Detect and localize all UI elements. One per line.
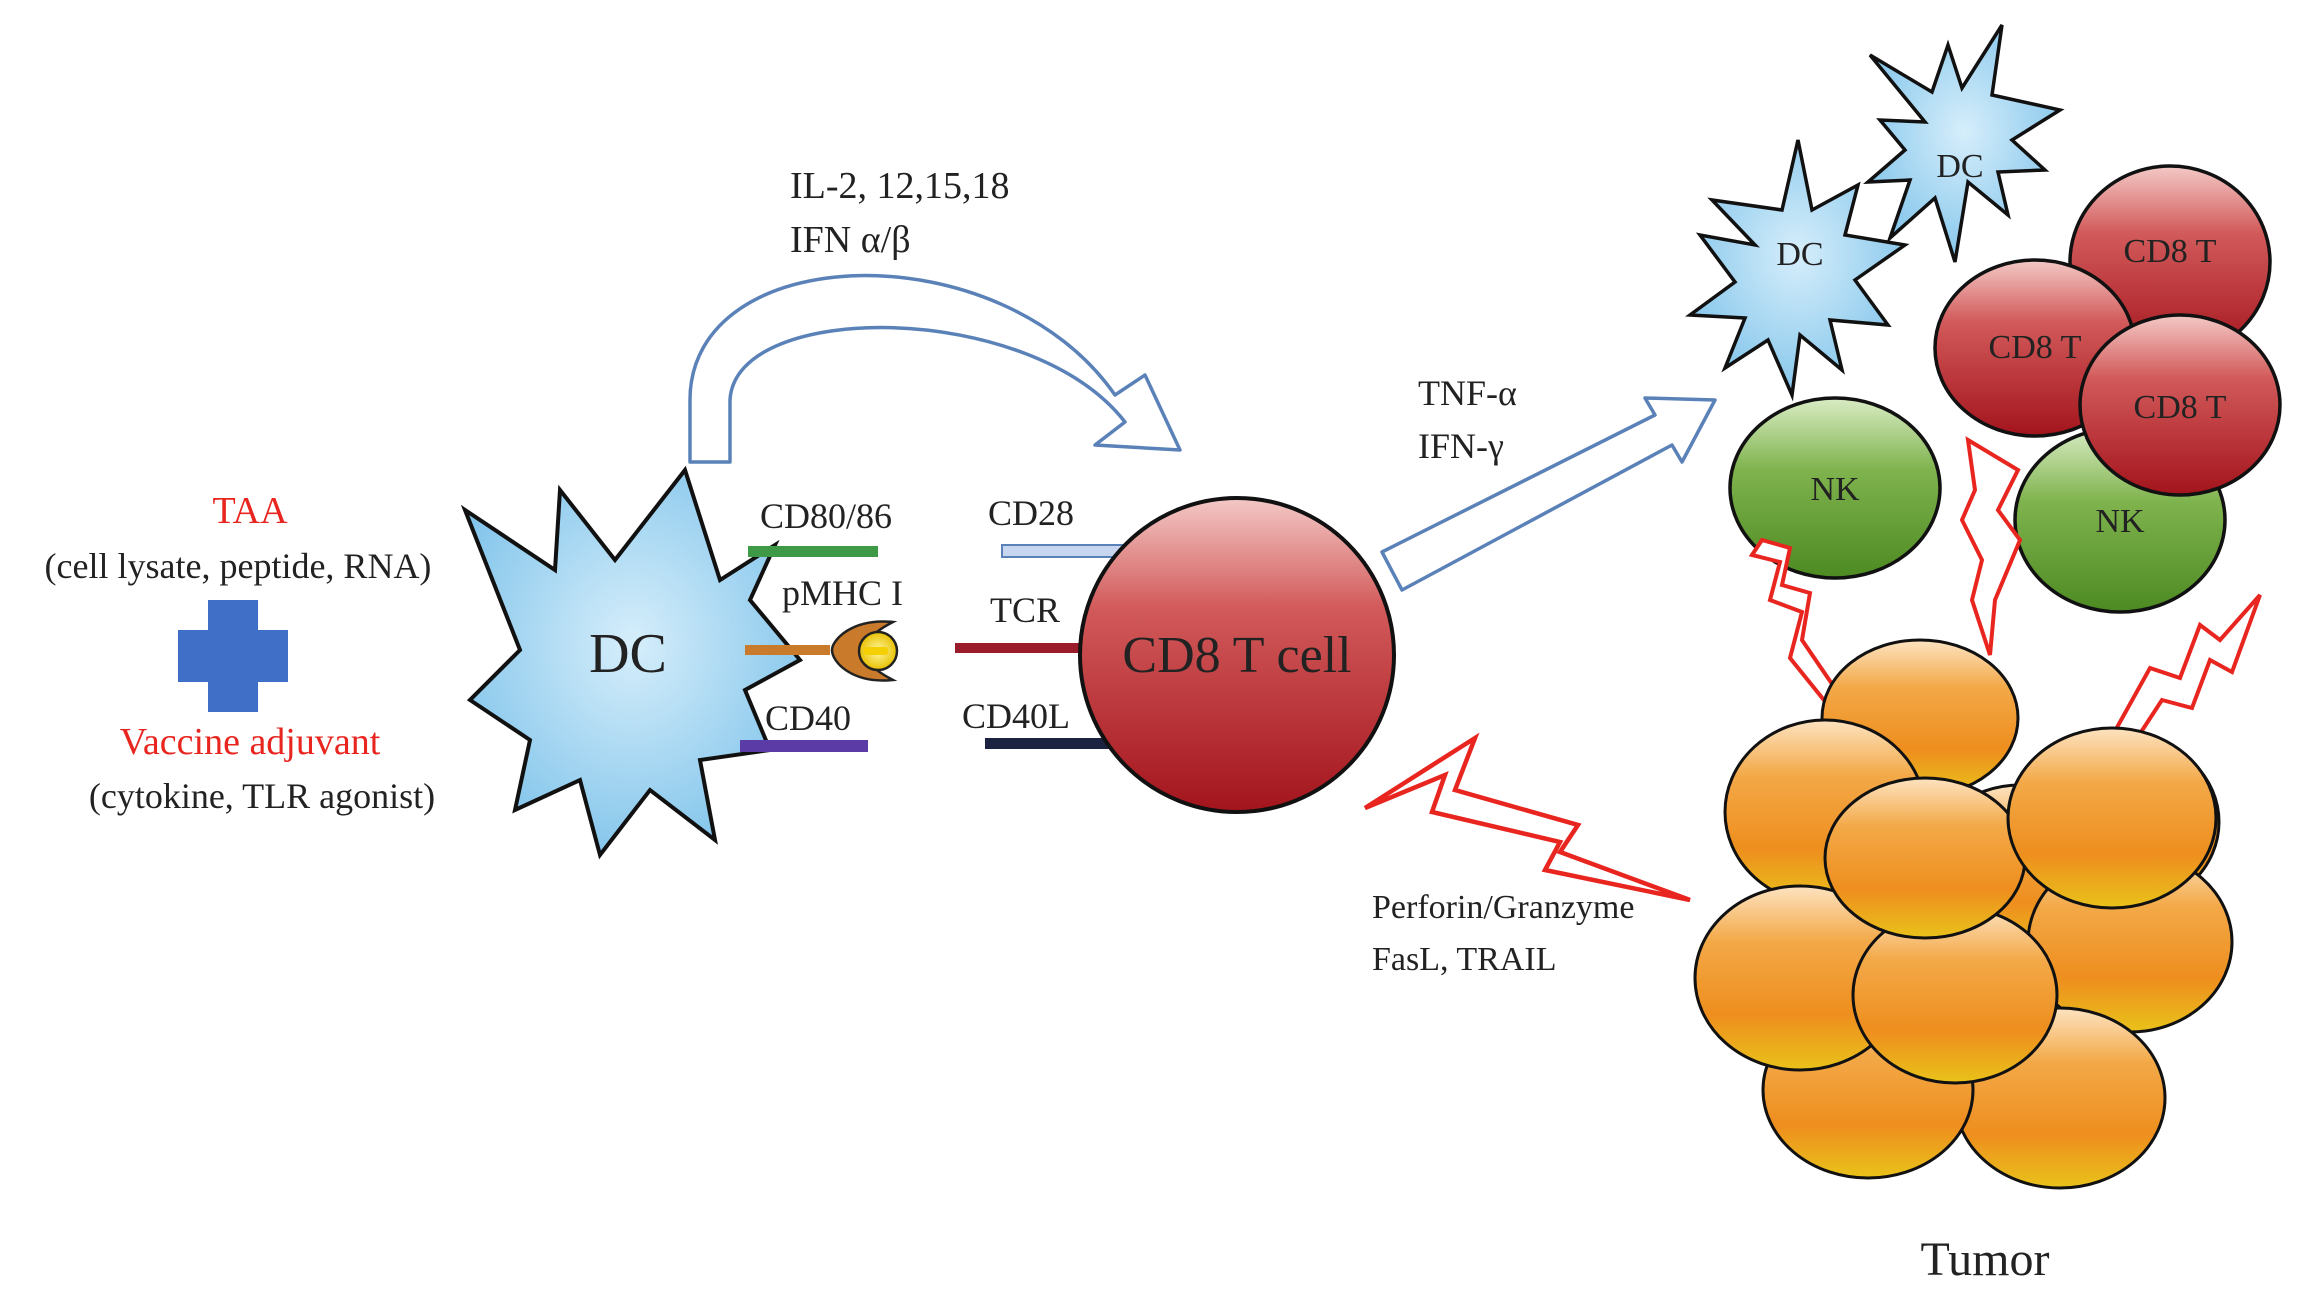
- cd28-bar: [1001, 544, 1131, 558]
- taa-title: TAA: [212, 490, 288, 532]
- plus-icon: [178, 600, 288, 712]
- cluster-cd8-c-label: CD8 T: [2134, 389, 2227, 426]
- cytokine-line-2: IFN α/β: [790, 219, 911, 261]
- dc-label: DC: [589, 623, 667, 685]
- cd8-bolt-icon: [1959, 436, 2023, 656]
- cluster-dc-1-shape: [1685, 139, 1910, 402]
- cytokine-line-1: IL-2, 12,15,18: [790, 165, 1010, 207]
- effector-arrow: [1380, 396, 1717, 592]
- cluster-dc-2-label: DC: [1936, 148, 1983, 185]
- dc-cell-shape: [460, 465, 804, 860]
- effector-cytokine-line-2: IFN-γ: [1418, 426, 1504, 466]
- cluster-nk-1-label: NK: [1810, 471, 1860, 508]
- cluster-cd8-c-shape: [2078, 313, 2282, 497]
- effector-cytokine-line-1: TNF-α: [1418, 373, 1517, 413]
- cd40-label: CD40: [765, 698, 851, 738]
- cd40l-label: CD40L: [962, 696, 1070, 736]
- cd40-bar: [740, 740, 868, 752]
- cluster-cd8-a-label: CD8 T: [1989, 329, 2082, 366]
- pmhc-label: pMHC I: [782, 573, 903, 613]
- adjuvant-title: Vaccine adjuvant: [120, 721, 381, 763]
- cd8-t-cell-shape: [1078, 496, 1396, 814]
- perforin-bolt-icon: [1363, 732, 1691, 903]
- killing-line-2: FasL, TRAIL: [1372, 941, 1556, 978]
- adjuvant-detail: (cytokine, TLR agonist): [89, 776, 435, 816]
- tcr-bar: [955, 643, 1085, 653]
- killing-line-1: Perforin/Granzyme: [1372, 889, 1634, 926]
- cluster-nk-1-shape: [1728, 396, 1942, 580]
- cluster-cd8-b-label: CD8 T: [2124, 233, 2217, 270]
- cd80-86-label: CD80/86: [760, 496, 892, 536]
- pmhc-complex: [745, 620, 899, 682]
- cd40l-bar: [985, 738, 1110, 749]
- tumor-cluster: [1693, 638, 2234, 1190]
- cluster-nk-2-label: NK: [2095, 503, 2145, 540]
- tumor-label: Tumor: [1921, 1233, 2050, 1286]
- cytokine-arrow: [688, 273, 1182, 464]
- cluster-dc-2-shape: [1863, 24, 2065, 263]
- cluster-dc-1-label: DC: [1776, 236, 1823, 273]
- cd28-label: CD28: [988, 493, 1074, 533]
- taa-detail: (cell lysate, peptide, RNA): [45, 546, 432, 586]
- tcr-label: TCR: [990, 590, 1060, 630]
- cd8-t-cell-label: CD8 T cell: [1122, 627, 1351, 684]
- cd80-86-bar: [748, 546, 878, 557]
